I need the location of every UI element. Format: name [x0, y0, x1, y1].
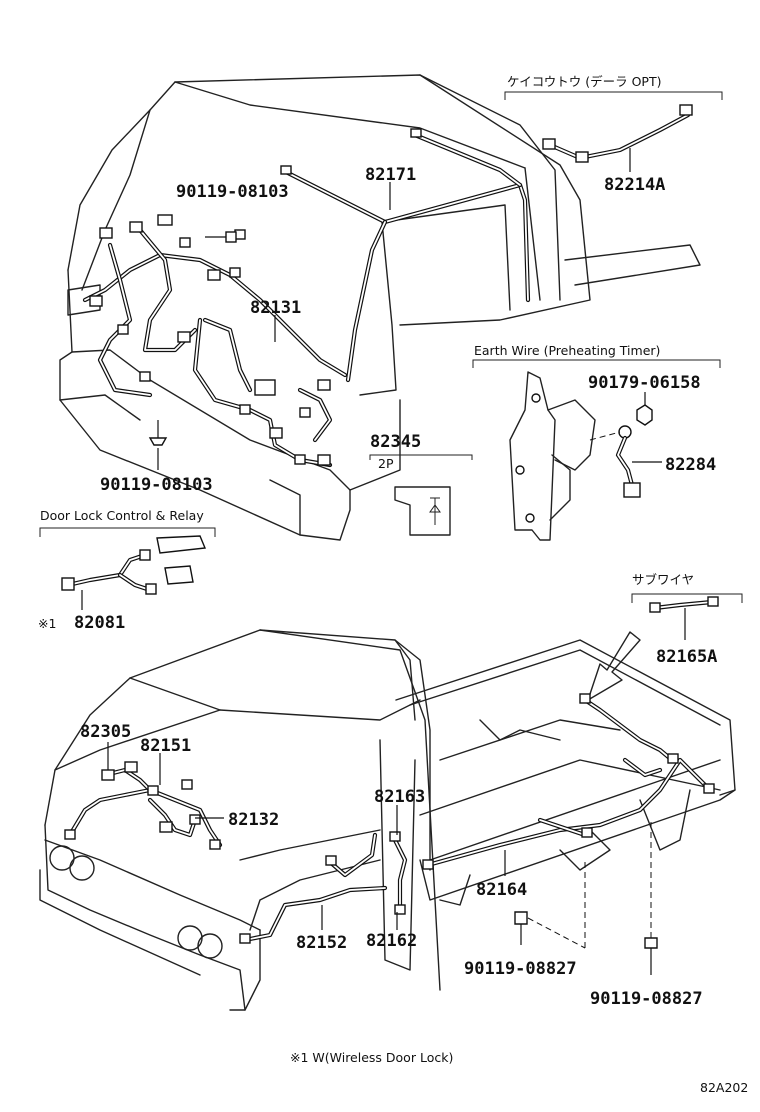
bolt-icon	[205, 231, 237, 243]
bolt-icon	[148, 420, 168, 446]
diagram-code: 82A202	[700, 1080, 748, 1095]
part-82162: 82162	[366, 931, 417, 951]
part-90179-06158: 90179-06158	[588, 373, 701, 393]
part-82164: 82164	[476, 880, 527, 900]
upper-cab-body	[59, 74, 701, 541]
part-82081-mark: ※1	[38, 616, 56, 631]
part-82132: 82132	[228, 810, 279, 830]
label-door-lock: Door Lock Control & Relay	[40, 508, 204, 523]
label-2p: 2P	[378, 456, 394, 471]
part-82284: 82284	[665, 455, 716, 475]
part-90119-08103-bottom: 90119-08103	[100, 475, 213, 495]
part-82151: 82151	[140, 736, 191, 756]
part-82081: 82081	[74, 613, 125, 633]
part-82214A: 82214A	[604, 175, 665, 195]
part-82131: 82131	[250, 298, 301, 318]
part-82171: 82171	[365, 165, 416, 185]
lower-truck-body	[39, 629, 736, 1011]
harness-82171-wire	[280, 128, 531, 383]
connector-82345-group	[369, 454, 473, 536]
part-90119-08827-left: 90119-08827	[464, 959, 577, 979]
label-keikoutou: ケイコウトウ (デーラ OPT)	[507, 74, 661, 89]
part-82152: 82152	[296, 933, 347, 953]
part-82165A: 82165A	[656, 647, 717, 667]
footnote: ※1 W(Wireless Door Lock)	[290, 1050, 453, 1065]
keikoutou-group	[504, 91, 723, 172]
bolt-icon	[514, 911, 586, 949]
part-90119-08103-top: 90119-08103	[176, 182, 289, 202]
bolt-icon	[644, 820, 658, 975]
sub-wire-group	[631, 593, 743, 640]
leader-lines	[107, 182, 506, 930]
label-earth-wire: Earth Wire (Preheating Timer)	[474, 343, 660, 358]
lower-harness-wires	[64, 596, 719, 944]
part-82305: 82305	[80, 722, 131, 742]
part-82163: 82163	[374, 787, 425, 807]
label-sub-wire: サブワイヤ	[632, 572, 694, 587]
door-lock-group	[39, 527, 216, 610]
part-82345: 82345	[370, 432, 421, 452]
earth-wire-group	[472, 359, 721, 541]
part-90119-08827-right: 90119-08827	[590, 989, 703, 1009]
harness-82131-wire	[82, 214, 348, 468]
